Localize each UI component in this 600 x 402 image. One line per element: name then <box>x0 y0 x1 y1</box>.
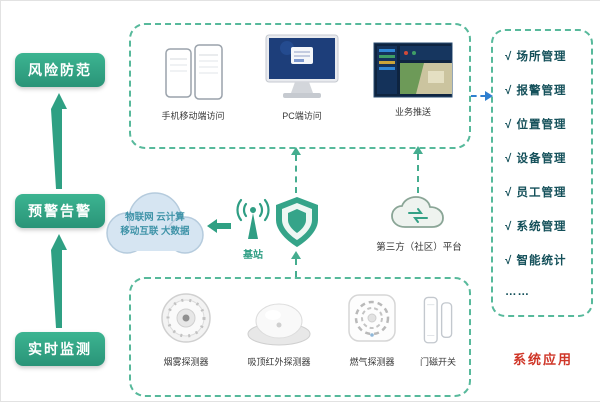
connector-thirdparty-to-push <box>417 154 419 193</box>
smoke-detector-icon <box>161 293 211 343</box>
system-application-caption: 系统应用 <box>512 352 573 367</box>
device-push: 业务推送 <box>365 41 461 118</box>
up-arrow <box>51 234 67 328</box>
arrowhead-up <box>291 251 301 259</box>
sensor-door: 门磁开关 <box>409 291 467 368</box>
device-pc: PC端访问 <box>247 33 357 122</box>
cloud-line-2: 移动互联 大数据 <box>120 226 190 237</box>
connector-access-to-apps <box>471 95 486 97</box>
cloud-sync-icon <box>391 196 444 228</box>
iot-cloud-text: 物联网 云计算 移动互联 大数据 <box>97 211 213 239</box>
sensor-label: 烟雾探测器 <box>163 357 209 367</box>
iot-cloud-icon <box>106 192 204 254</box>
app-item-alarm: √ 报警管理 <box>505 85 567 97</box>
sensor-label: 门磁开关 <box>419 357 456 367</box>
stage-early-warning: 预警告警 <box>15 194 105 228</box>
connector-sensors-to-shield <box>295 259 297 277</box>
up-arrow <box>51 93 67 189</box>
app-item-venue: √ 场所管理 <box>505 51 567 63</box>
arrowhead-up <box>291 147 301 155</box>
ceiling-infrared-icon <box>247 303 311 346</box>
device-mobile: 手机移动端访问 <box>145 39 241 122</box>
connector-shield-to-access <box>295 155 297 193</box>
door-magnet-icon <box>423 296 453 344</box>
device-label: 业务推送 <box>394 107 431 117</box>
gas-detector-icon <box>348 294 396 342</box>
device-label: 手机移动端访问 <box>161 111 225 121</box>
sensor-label: 燃气探测器 <box>349 357 395 367</box>
antenna-icon <box>236 198 270 239</box>
stage-risk-prevention: 风险防范 <box>15 53 105 87</box>
cloud-line-1: 物联网 云计算 <box>125 212 185 223</box>
third-party-label: 第三方（社区）平台 <box>376 242 462 253</box>
app-item-system: √ 系统管理 <box>505 221 567 233</box>
applications-panel: √ 场所管理 √ 报警管理 √ 位置管理 √ 设备管理 √ 员工管理 √ 系统管… <box>491 29 593 317</box>
security-shield-icon <box>276 197 318 247</box>
sensor-infrared: 吸顶红外探测器 <box>231 291 327 368</box>
app-item-device: √ 设备管理 <box>505 153 567 165</box>
third-party-platform: 第三方（社区）平台 <box>369 195 469 253</box>
app-item-more: …… <box>505 286 530 298</box>
device-label: PC端访问 <box>282 111 322 121</box>
sensor-label: 吸顶红外探测器 <box>247 357 311 367</box>
app-item-staff: √ 员工管理 <box>505 187 567 199</box>
base-station-label: 基站 <box>243 250 263 261</box>
pc-monitor-icon <box>265 34 339 98</box>
app-item-location: √ 位置管理 <box>505 119 567 131</box>
sensing-layer-box: 烟雾探测器 吸顶红外探测器 燃气探测器 <box>129 277 471 397</box>
stage-realtime-monitor: 实时监测 <box>15 332 105 366</box>
dashboard-screen-icon <box>373 42 453 98</box>
arrowhead-right <box>485 91 493 101</box>
mobile-phones-icon <box>165 44 223 100</box>
sensor-smoke: 烟雾探测器 <box>143 291 229 368</box>
arrowhead-up <box>413 146 423 154</box>
access-layer-box: 手机移动端访问 PC端访问 <box>129 23 471 149</box>
base-station: 基站 <box>229 197 277 261</box>
sensor-gas: 燃气探测器 <box>329 291 415 368</box>
left-arrow <box>207 219 231 233</box>
app-item-stats: √ 智能统计 <box>505 255 567 267</box>
